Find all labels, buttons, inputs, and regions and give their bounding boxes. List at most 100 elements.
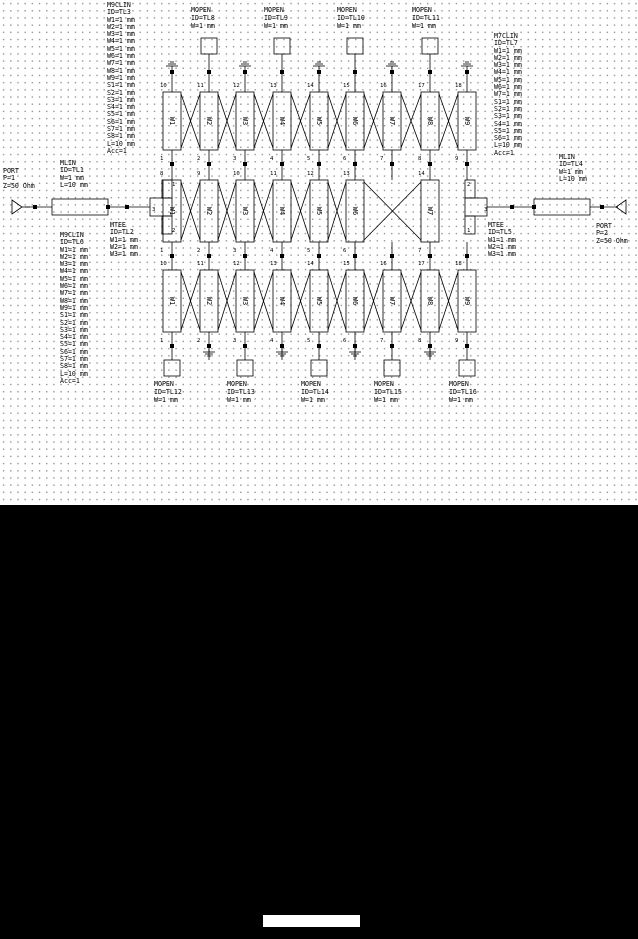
pin-number: 14 bbox=[307, 261, 314, 267]
m9clin_bottom-line: W3=1 mm bbox=[60, 260, 88, 269]
m9clin_bottom-line: W6=1 mm bbox=[60, 282, 88, 291]
m9clin_bottom-line: W7=1 mm bbox=[60, 289, 88, 298]
m7clin-line: L=10 mm bbox=[494, 141, 522, 150]
port2-line: Z=50 Ohm bbox=[596, 236, 628, 245]
port2-icon bbox=[615, 199, 627, 215]
mtee5-line: W2=1 mm bbox=[488, 242, 516, 251]
mopen-label: ID=TL14 bbox=[301, 388, 329, 396]
mopen-box bbox=[458, 359, 476, 377]
m9clin_top-line: S8=1 mm bbox=[107, 132, 135, 141]
pin-number: 2 bbox=[197, 248, 200, 254]
pin-number: 15 bbox=[343, 261, 350, 267]
m7clin-line: Acc=1 bbox=[494, 148, 514, 157]
pin-number: 4 bbox=[270, 248, 274, 254]
m7clin-line: S4=1 mm bbox=[494, 119, 522, 128]
pin-number: 8 bbox=[160, 171, 164, 177]
port1-line: PORT bbox=[3, 167, 19, 175]
pin-number: 5 bbox=[307, 156, 310, 162]
node-dot bbox=[280, 254, 284, 258]
pin-number: 6 bbox=[343, 248, 346, 254]
mlin4-line: L=10 mm bbox=[559, 174, 587, 183]
coupling-cross bbox=[400, 271, 422, 331]
mopen-label: W=1 mm bbox=[337, 22, 361, 30]
mtee-left-arm bbox=[161, 215, 173, 235]
coupling-cross bbox=[290, 271, 311, 331]
m9clin_top-line: W1=1 mm bbox=[107, 15, 135, 24]
coupling-cross bbox=[253, 93, 274, 149]
tee-pin: 1 bbox=[172, 182, 175, 188]
m7clin-line: W1=1 mm bbox=[494, 46, 522, 55]
m9clin_bottom-line: S5=1 mm bbox=[60, 340, 88, 349]
tee-pin: 3 bbox=[152, 207, 155, 213]
node-dot bbox=[33, 205, 37, 209]
node-dot bbox=[170, 344, 174, 348]
mopen-label: MOPEN bbox=[412, 6, 432, 14]
mopen-label: W=1 mm bbox=[154, 396, 178, 404]
tee-pin: 3 bbox=[484, 207, 487, 213]
pin-number: 12 bbox=[233, 261, 240, 267]
m9clin_top-line: M9CLIN bbox=[107, 1, 131, 9]
node-dot bbox=[600, 205, 604, 209]
strip-width-label: W2 bbox=[205, 207, 213, 215]
m9clin_top-line: W3=1 mm bbox=[107, 30, 135, 39]
pin-number: 8 bbox=[418, 156, 422, 162]
node-dot bbox=[510, 205, 514, 209]
m7clin-line: W7=1 mm bbox=[494, 90, 522, 99]
pin-number: 18 bbox=[455, 83, 462, 89]
mopen-box bbox=[383, 359, 401, 377]
coupling-cross bbox=[363, 181, 422, 241]
coupling-cross bbox=[327, 271, 347, 331]
m7clin-line: S5=1 mm bbox=[494, 126, 522, 135]
m9clin_top-line: S3=1 mm bbox=[107, 95, 135, 104]
coupling-cross bbox=[290, 93, 311, 149]
node-dot bbox=[207, 254, 211, 258]
m9clin_bottom-line: S7=1 mm bbox=[60, 355, 88, 364]
m9clin_bottom-line: M9CLIN bbox=[60, 231, 84, 239]
m9clin_bottom-line: L=10 mm bbox=[60, 369, 88, 378]
coupling-cross bbox=[438, 93, 459, 149]
m9clin_top-line: L=10 mm bbox=[107, 139, 135, 148]
pin-number: 10 bbox=[160, 261, 167, 267]
strip-width-label: W1 bbox=[168, 117, 176, 125]
coupling-cross bbox=[180, 93, 201, 149]
mopen-box bbox=[421, 37, 439, 55]
mtee-right-arm bbox=[464, 179, 476, 199]
pin-number: 13 bbox=[343, 171, 350, 177]
mopen-box bbox=[310, 359, 328, 377]
strip-width-label: W4 bbox=[278, 117, 286, 125]
strip-width-label: W5 bbox=[315, 297, 323, 305]
mopen-label: W=1 mm bbox=[449, 396, 473, 404]
mopen-label: W=1 mm bbox=[412, 22, 436, 30]
pin-number: 6 bbox=[343, 156, 346, 162]
strip-width-label: W7 bbox=[426, 207, 434, 215]
mopen-label: W=1 mm bbox=[191, 22, 215, 30]
pin-number: 13 bbox=[270, 261, 277, 267]
pin-number: 10 bbox=[160, 83, 167, 89]
strip-width-label: W3 bbox=[241, 207, 249, 215]
strip-width-label: W8 bbox=[426, 297, 434, 305]
mopen-box bbox=[163, 359, 181, 377]
port2-line: P=2 bbox=[596, 229, 608, 238]
mlin1-line: ID=TL1 bbox=[60, 166, 84, 175]
m9clin_top-line: W4=1 mm bbox=[107, 37, 135, 46]
node-dot bbox=[428, 162, 432, 166]
m9clin_top-line: S4=1 mm bbox=[107, 103, 135, 112]
m9clin_bottom-line: S8=1 mm bbox=[60, 362, 88, 371]
mtee2-line: W3=1 mm bbox=[110, 250, 138, 259]
strip-width-label: W2 bbox=[205, 297, 213, 305]
mlin4-line: MLIN bbox=[559, 153, 575, 161]
pin-number: 8 bbox=[418, 338, 422, 344]
m9clin_bottom-line: Acc=1 bbox=[60, 376, 80, 385]
coupling-cross bbox=[253, 181, 274, 241]
coupling-cross bbox=[400, 93, 422, 149]
m9clin_top-line: W6=1 mm bbox=[107, 52, 135, 61]
mopen-label: ID=TL10 bbox=[337, 14, 365, 22]
mopen-label: ID=TL16 bbox=[449, 388, 477, 396]
